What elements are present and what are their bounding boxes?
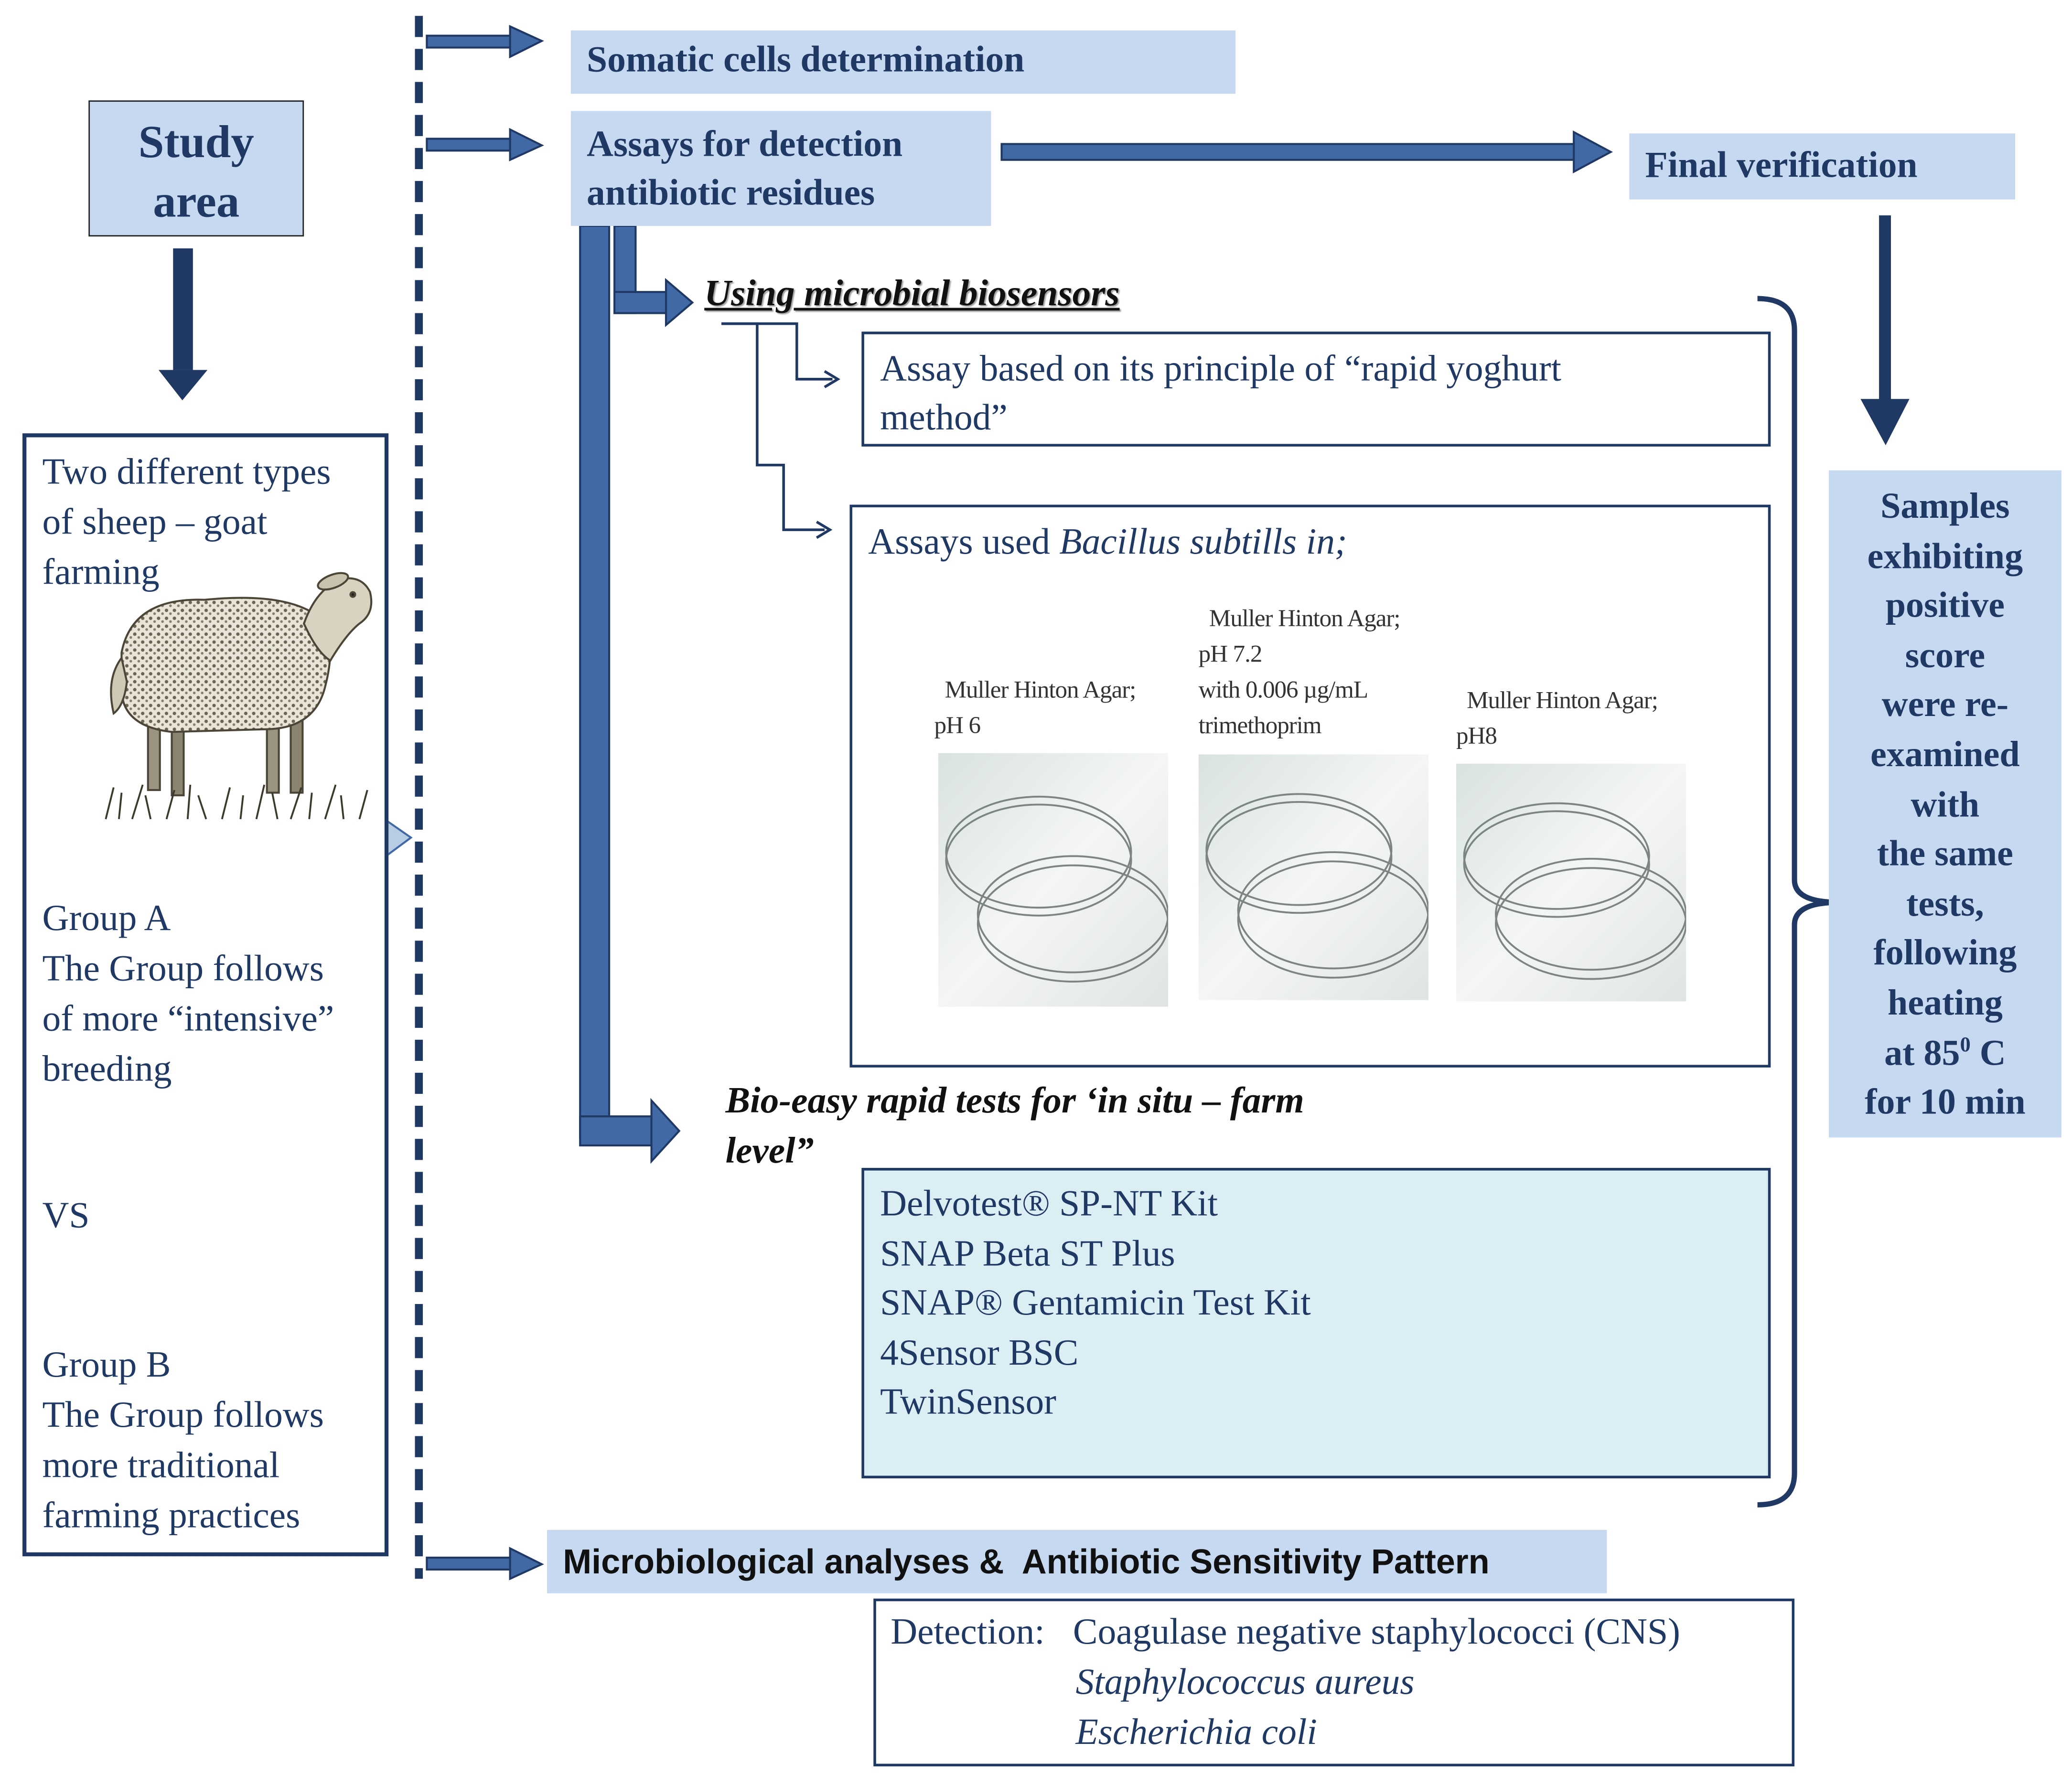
group-a-line: The Group follows [42,948,324,990]
assays-header-line: Assays for detection [587,124,903,165]
group-b: Group B The Group follows more tradition… [43,1341,324,1541]
plate-label-line: trimethoprim [1198,713,1322,740]
plate-label-line: pH 6 [934,713,981,740]
kit-item: TwinSensor [880,1382,1056,1423]
arrow-to-bioeasy [579,224,681,1164]
arrow-to-biosensors [613,224,694,327]
group-b-line: farming practices [42,1495,301,1537]
group-b-line: The Group follows [42,1395,324,1436]
bacillus-prefix: Assays used [868,522,1060,563]
detection-item: Escherichia coli [1075,1712,1317,1753]
sheep-illustration [105,572,373,820]
connector-to-bacillus [721,322,833,539]
group-a: Group A The Group follows of more “inten… [43,895,334,1095]
bioeasy-title-line: Bio-easy rapid tests for ‘in situ – farm [725,1080,1304,1122]
samples-line: Samples [1880,485,2010,526]
yoghurt-assay-box: Assay based on its principle of “rapid y… [861,331,1771,447]
group-a-line: Group A [42,898,171,940]
samples-heat-line: at 850 C [1829,1027,2061,1077]
samples-line: score [1905,634,1986,675]
bacillus-heading: Assays used Bacillus subtills in; [868,518,1347,568]
petri-dish-ph72 [1198,754,1428,1000]
plate-label-ph8: Muller Hinton Agar; pH8 [1456,684,1658,756]
arrow-final-down [1860,215,1910,446]
plate-label-line: Muller Hinton Agar; [1209,606,1401,633]
samples-reexamined-box: Samples exhibiting positive score were r… [1829,470,2061,1138]
samples-line: following [1873,931,2017,973]
vs-label: VS [42,1196,90,1237]
samples-line: exhibiting [1867,534,2023,576]
yoghurt-line: Assay based on its principle of “rapid y… [880,349,1562,390]
detection-box: Detection: Coagulase negative staphyloco… [873,1598,1795,1767]
kit-item: SNAP Beta ST Plus [880,1233,1175,1274]
farming-intro-line: farming [42,552,160,593]
plate-label-line: pH8 [1456,724,1497,751]
farming-box: Two different types of sheep – goat farm… [22,433,389,1557]
micro-analyses-box: Microbiological analyses & Antibiotic Se… [547,1529,1607,1593]
group-a-line: of more “intensive” [42,999,334,1040]
plate-label-line: pH 7.2 [1198,642,1263,669]
plate-label-line: Muller Hinton Agar; [1467,688,1658,715]
kit-item: SNAP® Gentamicin Test Kit [880,1283,1311,1324]
detection-item: Staphylococcus aureus [1075,1662,1415,1703]
arrow-to-micro [426,1547,544,1581]
group-b-line: Group B [42,1345,171,1386]
assays-header-box: Assays for detection antibiotic residues [570,111,991,226]
assays-header-line: antibiotic residues [587,173,875,214]
plate-label-line: Muller Hinton Agar; [945,677,1137,705]
study-area-line-1: Study [138,116,254,168]
detection-item: Coagulase negative staphylococci (CNS) [1073,1612,1680,1653]
yoghurt-line: method” [880,397,1008,439]
bioeasy-title: Bio-easy rapid tests for ‘in situ – farm… [725,1077,1304,1177]
plate-label-ph6: Muller Hinton Agar; pH 6 [934,674,1136,745]
group-a-line: breeding [42,1049,172,1090]
bacillus-assay-box: Assays used Bacillus subtills in; Muller… [849,504,1771,1068]
connector-to-yoghurt [721,322,840,388]
bacillus-italic: Bacillus subtills in; [1059,522,1347,563]
test-kits-box: Delvotest® SP-NT Kit SNAP Beta ST Plus S… [861,1168,1771,1479]
arrow-study-down [158,248,208,401]
bioeasy-title-line: level” [725,1131,814,1172]
study-area-box: Study area [88,100,304,237]
heat-suffix: C [1970,1031,2006,1072]
heat-degree: 0 [1960,1033,1971,1056]
final-verification-box: Final verification [1629,133,2015,200]
farming-intro-line: of sheep – goat [42,502,268,543]
study-area-line-2: area [153,175,240,227]
farming-intro-line: Two different types [42,451,331,493]
samples-line: the same [1877,832,2013,874]
grass-lines [105,784,368,820]
petri-dish-ph8 [1456,763,1686,1002]
arrow-to-somatic [426,25,544,59]
plate-label-line: with 0.006 µg/mL [1198,677,1368,705]
samples-line: examined [1870,733,2020,774]
heat-prefix: at 85 [1884,1031,1960,1072]
detection-label: Detection: [891,1612,1045,1653]
arrow-to-final-verification [1000,130,1613,174]
samples-line: for 10 min [1865,1080,2026,1122]
kit-item: Delvotest® SP-NT Kit [880,1184,1218,1225]
samples-line: positive [1885,584,2005,625]
samples-line: were re- [1881,684,2009,725]
kit-item: 4Sensor BSC [880,1332,1079,1374]
biosensors-title: Using microbial biosensors [704,273,1120,315]
samples-line: heating [1887,981,2003,1023]
samples-line: with [1911,782,1980,824]
petri-dish-ph6 [938,753,1169,1007]
farming-intro: Two different types of sheep – goat farm… [43,448,331,599]
plate-label-ph72: Muller Hinton Agar; pH 7.2 with 0.006 µg… [1198,602,1401,745]
group-b-line: more traditional [42,1445,280,1486]
somatic-cells-box: Somatic cells determination [570,30,1236,94]
samples-line: tests, [1906,882,1984,923]
arrow-to-assays [426,128,544,161]
